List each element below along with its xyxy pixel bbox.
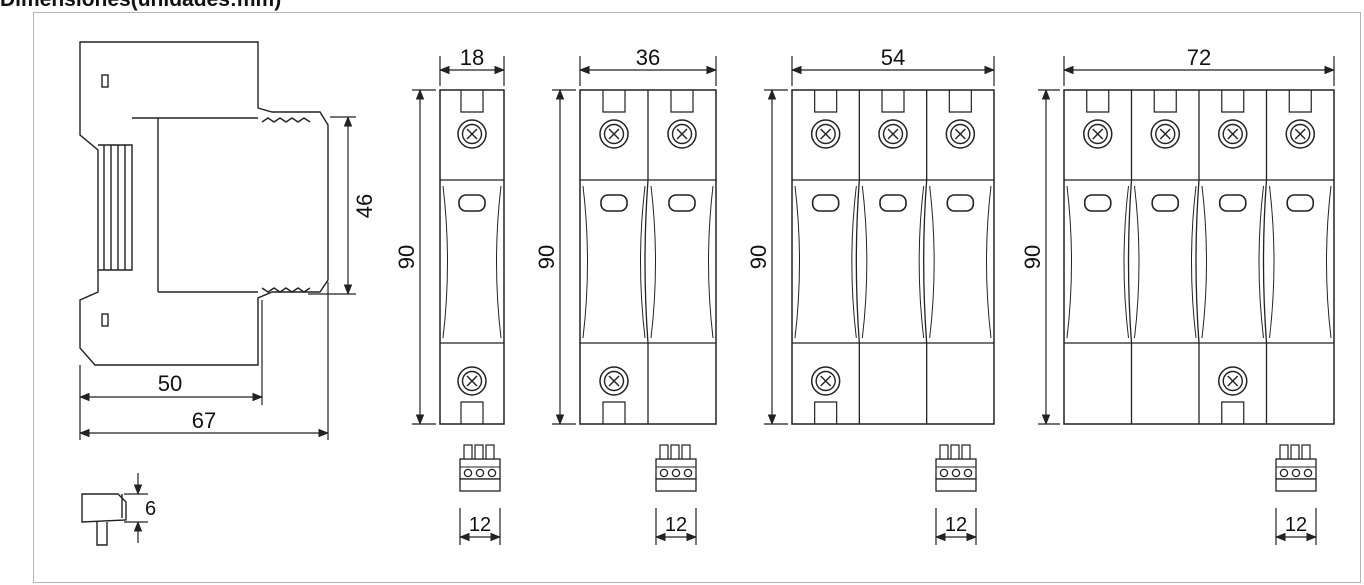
module-54mm: 54 90 12 [746,45,996,545]
connector-dimension [458,508,502,545]
module-width-label: 72 [1187,45,1211,70]
width-dimension [578,56,718,86]
indicator-window [1218,194,1247,212]
height-dimension [412,88,436,426]
height-dimension [764,88,788,426]
height-dimension [552,88,576,426]
terminal-connector-icon [655,444,697,492]
width-dimension [1062,56,1336,86]
key-dimension [124,473,148,543]
module-width-label: 18 [460,45,484,70]
key-part [81,493,127,546]
width-dimension [438,56,506,86]
connector-width-label: 12 [665,514,687,536]
connector-dimension [654,508,698,545]
side-view-dimensions [78,115,356,440]
indicator-window [668,194,696,212]
page-title: Dimensiones(unidades:mm) [0,0,281,12]
module-18mm: 18 90 12 [394,45,506,545]
height-dimension [1038,88,1060,426]
front-views: 18 90 12 36 90 12 54 90 12 72 90 12 [394,45,1336,545]
connector-width-label: 12 [945,514,967,536]
module-height-label: 90 [534,245,559,269]
terminal-connector-icon [1275,444,1317,492]
indicator-window [458,194,486,212]
connector-width-label: 12 [469,514,491,536]
module-height-label: 90 [1020,245,1045,269]
indicator-window [811,194,840,212]
side-inner-width-label: 50 [158,371,182,396]
module-width-label: 54 [881,45,905,70]
module-width-label: 36 [636,45,660,70]
indicator-window [600,194,628,212]
side-total-width-label: 67 [192,408,216,433]
key-size-label: 6 [145,498,156,520]
connector-width-label: 12 [1285,514,1307,536]
width-dimension [790,56,996,86]
connector-dimension [934,508,978,545]
indicator-window [1286,194,1315,212]
terminal-connector-icon [935,444,977,492]
indicator-window [1083,194,1112,212]
indicator-window [946,194,975,212]
indicator-window [1151,194,1180,212]
module-height-label: 90 [746,245,771,269]
module-36mm: 36 90 12 [534,45,718,545]
module-height-label: 90 [394,245,419,269]
side-view [79,41,329,366]
side-height-label: 46 [352,194,377,218]
terminal-connector-icon [459,444,501,492]
indicator-window [879,194,907,212]
connector-dimension [1274,508,1318,545]
module-72mm: 72 90 12 [1020,45,1336,545]
drawing-frame [33,12,1361,583]
